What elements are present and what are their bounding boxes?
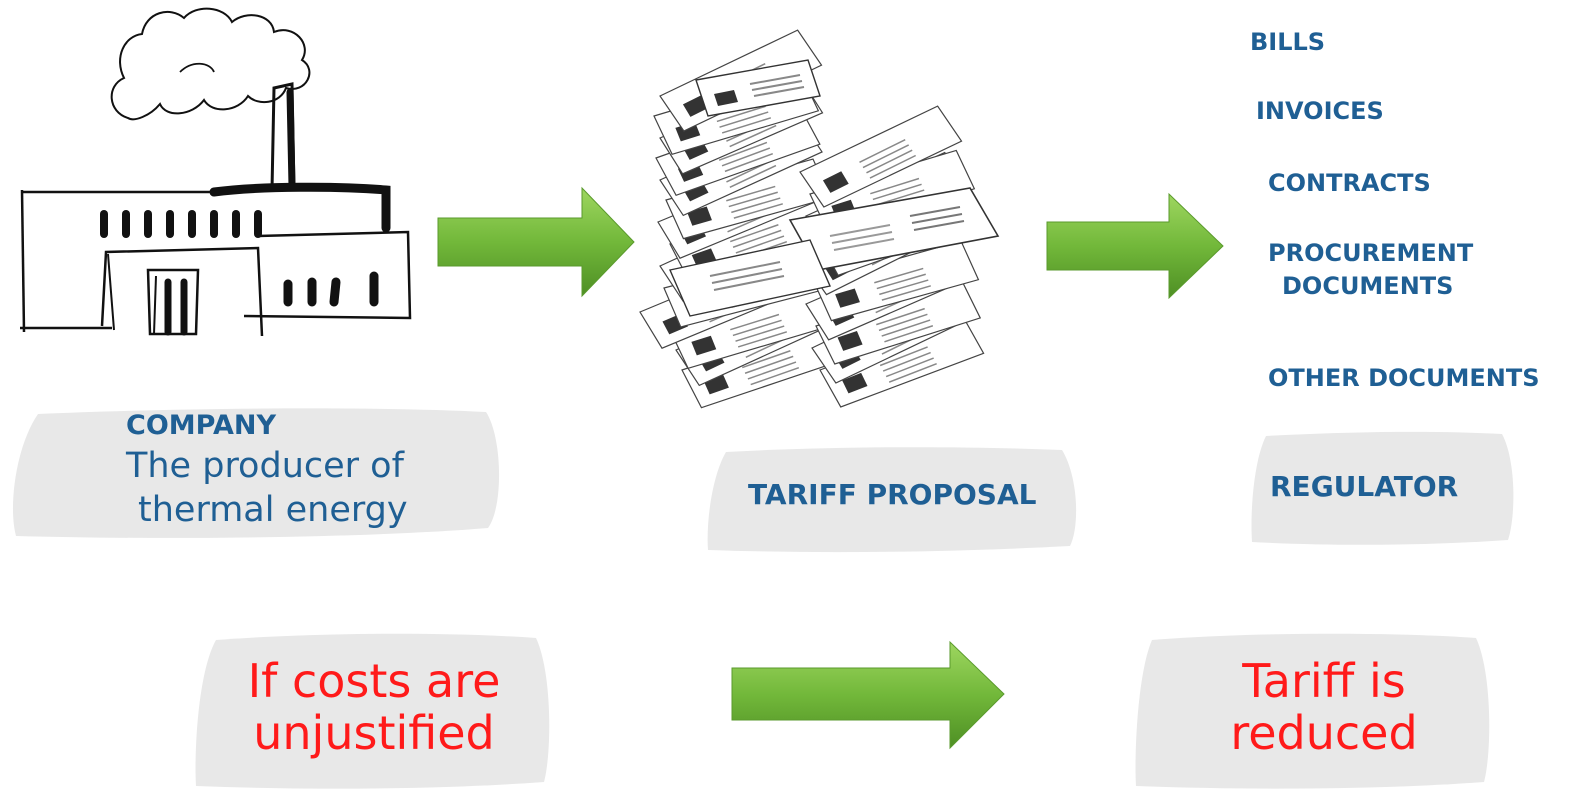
result-line1: Tariff is: [1242, 654, 1406, 708]
result-box: [1135, 633, 1490, 789]
document-type-procurement-line2: DOCUMENTS: [1282, 272, 1454, 300]
document-type-bills: BILLS: [1250, 28, 1326, 56]
company-label-box: [12, 408, 500, 538]
tariff-proposal-label: TARIFF PROPOSAL: [748, 478, 1037, 511]
condition-line2: unjustified: [253, 705, 495, 760]
right-arrow-icon: [437, 186, 635, 298]
document-type-invoices: INVOICES: [1256, 97, 1384, 125]
regulator-label-box: [1251, 431, 1514, 545]
document-type-procurement-line1: PROCUREMENT: [1268, 239, 1474, 267]
company-description-line1: The producer of: [126, 446, 404, 486]
right-arrow-icon: [1046, 192, 1224, 300]
document-stack-icon: [633, 25, 1000, 411]
regulator-label: REGULATOR: [1270, 470, 1459, 503]
company-heading: COMPANY: [126, 410, 276, 441]
factory-icon: [20, 7, 412, 337]
company-description-line2: thermal energy: [138, 490, 408, 530]
result-line2: reduced: [1230, 705, 1418, 760]
result-text: Tariff is reduced: [1140, 654, 1508, 760]
condition-text: If costs are unjustified: [194, 654, 554, 760]
right-arrow-icon: [731, 640, 1005, 750]
condition-line1: If costs are: [247, 654, 501, 708]
condition-box: [195, 633, 550, 789]
document-type-contracts: CONTRACTS: [1268, 169, 1431, 197]
document-type-other: OTHER DOCUMENTS: [1268, 364, 1540, 392]
tariff-proposal-label-box: [707, 447, 1077, 553]
